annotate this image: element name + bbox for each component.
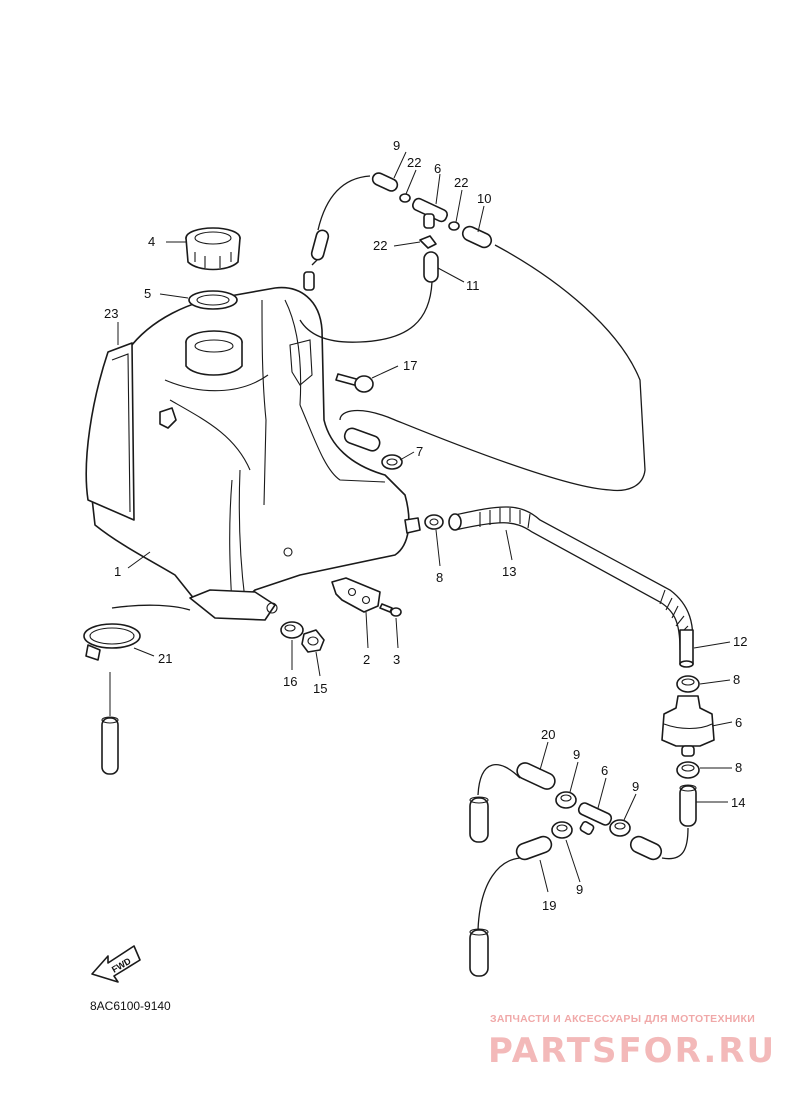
callout-7: 6 [735,715,742,730]
fwd-arrow-icon: FWD [91,945,141,983]
watermark-tagline: ЗАПЧАСТИ И АКСЕССУАРЫ ДЛЯ МОТОТЕХНИКИ [490,1013,755,1025]
callout-13: 12 [733,634,747,649]
damper-17 [280,621,304,639]
watermark-brand: PARTSFOR.RU [488,1031,776,1071]
fuel-tank [89,271,421,621]
diagram-code: 8AC6100-9140 [90,999,171,1013]
callout-labels: 9 22 6 22 10 22 11 4 5 23 17 7 8 13 1 2 … [104,138,747,913]
hose-clip-8-lower [676,675,700,693]
leader-lines [117,151,733,893]
fuel-hose-19 [515,835,553,861]
cap-gasket [188,290,238,310]
vent-hose-11 [461,225,493,249]
callout-22-top: 22 [407,155,421,170]
hose-clip-9-right [676,761,700,779]
fuel-hose-20 [516,762,556,790]
callout-18: 17 [403,358,417,373]
hose-clip-9-a [555,791,577,809]
callout-6-lower: 6 [601,763,608,778]
vent-hose-short [310,229,330,261]
hose-clip-9-b [609,819,631,837]
callout-22-left: 22 [373,238,387,253]
callout-15: 14 [731,795,745,810]
callout-16: 15 [313,681,327,696]
callout-2: 2 [363,652,370,667]
callout-9-b: 9 [632,779,639,794]
callout-4: 4 [148,234,155,249]
tee-joint-lower [577,802,613,836]
callout-23: 23 [104,306,118,321]
clip-22c [419,235,437,249]
callout-9-c: 9 [576,882,583,897]
callout-20: 20 [541,727,555,742]
band-21 [83,604,191,661]
callout-9-a: 9 [573,747,580,762]
breather-hose [343,427,381,452]
hose-clip-9-c [551,821,573,839]
bolt-3 [379,603,402,617]
callout-19: 19 [542,898,556,913]
callout-1: 1 [114,564,121,579]
callout-22-right: 22 [454,175,468,190]
nut-16 [301,629,325,653]
hose-clip-8-upper [381,454,403,470]
lower-hose-routing [477,764,689,931]
callout-14: 13 [502,564,516,579]
fuel-hose-15 [679,784,697,827]
callout-8-mid: 8 [436,570,443,585]
fuel-filter-7 [661,695,715,757]
tee-joint-top [411,197,449,229]
fuel-cap [185,227,241,271]
vent-hose-routing [299,175,646,492]
callout-17: 16 [283,674,297,689]
callout-8-lower: 8 [733,672,740,687]
callout-21: 21 [158,651,172,666]
vent-hose-10 [371,172,399,192]
callout-12: 11 [466,278,480,293]
bolt-18 [335,373,374,393]
callout-10: 9 [393,138,400,153]
clip-22a [399,193,411,203]
hose-clip-8-mid [424,514,444,530]
callout-9-right: 8 [735,760,742,775]
callout-5: 5 [144,286,151,301]
bracket-2 [331,577,381,613]
side-cover [85,342,135,521]
callout-11: 10 [477,191,491,206]
fuel-hose-14 [448,506,694,651]
watermark: ЗАПЧАСТИ И АКСЕССУАРЫ ДЛЯ МОТОТЕХНИКИ PA… [488,1013,776,1071]
hose-end-lower-left [469,928,489,977]
fuel-hose-lower-right [629,835,663,861]
drain-hose [101,672,119,775]
fuel-hose-13 [679,629,694,668]
callout-8-upper: 7 [416,444,423,459]
hose-end-upper-left [469,796,489,843]
callout-3: 3 [393,652,400,667]
clip-22b [448,221,460,231]
callout-6-top: 6 [434,161,441,176]
vent-hose-12 [423,251,439,283]
